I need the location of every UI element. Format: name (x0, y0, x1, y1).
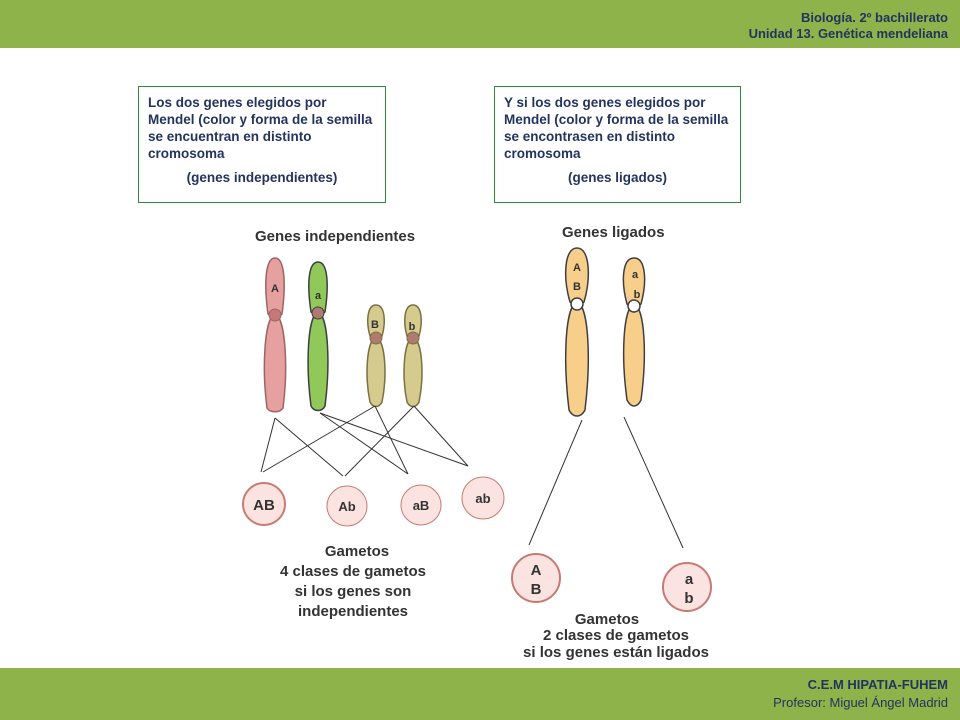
chromosome-ab: a b (622, 257, 646, 407)
gamete-linked-AB: A B (511, 553, 561, 603)
svg-text:A: A (531, 562, 542, 579)
gamete-Ab: Ab (326, 485, 368, 527)
linked-genes-text: Y si los dos genes elegidos por Mendel (… (504, 95, 729, 161)
allele-b-label: b (409, 321, 416, 333)
unit-title: Unidad 13. Genética mendeliana (748, 26, 948, 41)
header-text: Biología. 2º bachillerato Unidad 13. Gen… (749, 10, 948, 42)
independent-diagram-title: Genes independientes (255, 228, 415, 245)
svg-text:a: a (685, 571, 694, 588)
header-bar (0, 0, 960, 48)
independent-genes-label: (genes independientes) (186, 170, 338, 185)
gamete-AB: AB (242, 482, 286, 526)
combination-lines (260, 405, 469, 477)
independent-caption-1: Gametos (325, 543, 389, 560)
chromosome-A: A (263, 257, 287, 413)
footer-bar (0, 668, 960, 720)
independent-caption-2: 4 clases de gametos (280, 563, 426, 580)
svg-text:b: b (634, 289, 641, 301)
independent-caption-4: independientes (298, 603, 408, 620)
chromosome-a: a (307, 261, 329, 412)
svg-text:Ab: Ab (338, 499, 355, 514)
gamete-linked-ab: a b (662, 562, 712, 612)
linked-diagram-title: Genes ligados (562, 224, 665, 241)
independent-caption-3: si los genes son (295, 583, 412, 600)
course-title: Biología. 2º bachillerato (800, 10, 948, 25)
svg-text:B: B (573, 281, 581, 293)
linked-genes-label: (genes ligados) (567, 170, 667, 185)
svg-text:a: a (632, 269, 639, 281)
teacher-name: Profesor: Miguel Ángel Madrid (773, 695, 948, 710)
chromosome-b: b (403, 304, 423, 408)
allele-a-label: a (315, 290, 322, 302)
independent-genes-box: Los dos genes elegidos por Mendel (color… (138, 86, 386, 203)
linked-caption-1: Gametos (575, 611, 639, 628)
svg-text:AB: AB (253, 497, 275, 514)
school-name: C.E.M HIPATIA-FUHEM (807, 677, 948, 692)
svg-text:A: A (573, 262, 581, 274)
linked-caption-3: si los genes están ligados (523, 644, 709, 661)
footer-text: C.E.M HIPATIA-FUHEM Profesor: Miguel Áng… (773, 676, 948, 712)
chromosome-AB: A B (564, 247, 590, 417)
linked-lines (528, 416, 684, 549)
svg-text:aB: aB (413, 498, 430, 513)
independent-genes-text: Los dos genes elegidos por Mendel (color… (148, 95, 373, 161)
linked-genes-box: Y si los dos genes elegidos por Mendel (… (494, 86, 741, 203)
allele-A-label: A (271, 283, 279, 295)
svg-text:b: b (684, 590, 693, 607)
chromosome-B: B (366, 304, 386, 408)
svg-text:ab: ab (475, 491, 490, 506)
gamete-ab: ab (461, 476, 505, 520)
svg-text:B: B (531, 581, 542, 598)
allele-B-label: B (371, 319, 379, 331)
gamete-aB: aB (400, 484, 442, 526)
linked-caption-2: 2 clases de gametos (543, 627, 689, 644)
